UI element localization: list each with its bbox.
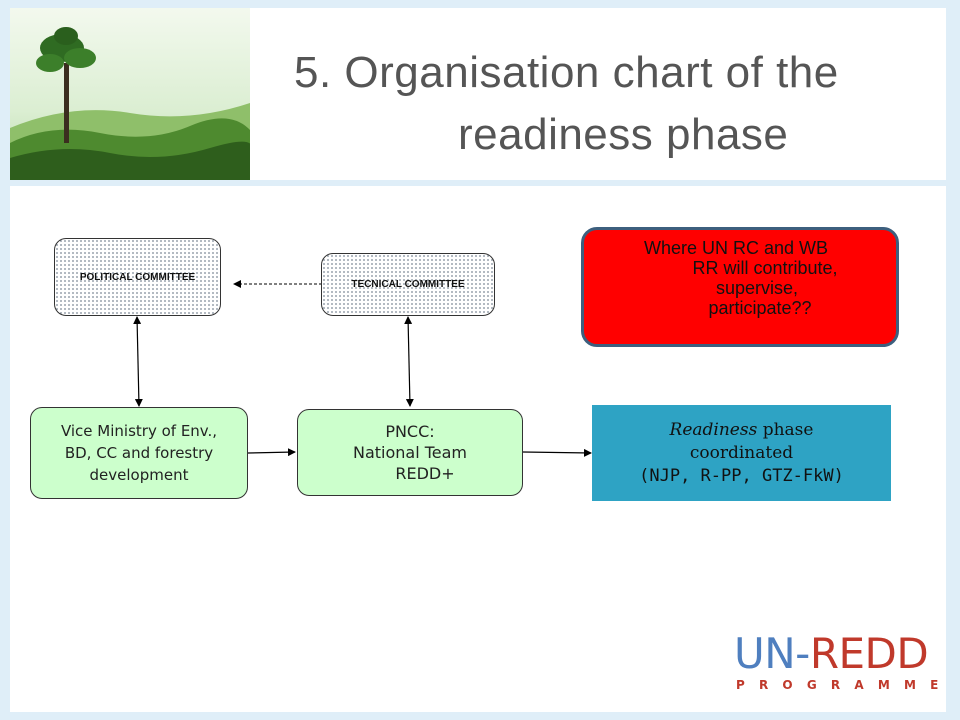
readiness-line-3: (NJP, R-PP, GTZ-FkW) [639, 465, 844, 486]
connector-political-vice-ministry [133, 316, 143, 407]
un-redd-logo: UN-REDD PROGRAMME [734, 630, 953, 693]
pncc-line-2: National Team [352, 443, 468, 462]
connector-pncc-readiness [522, 448, 592, 457]
forest-photo [10, 8, 250, 180]
vice-ministry-line-1: Vice Ministry of Env., [60, 422, 218, 440]
readiness-line-1: Readiness phase [639, 419, 844, 442]
readiness-line-2: coordinated [689, 442, 794, 463]
readiness-phase-box: Readiness phase coordinated (NJP, R-PP, … [592, 405, 891, 501]
logo-redd: REDD [809, 629, 929, 678]
vice-ministry-line-2: BD, CC and forestry [64, 444, 214, 462]
un-contribution-note: Where UN RC and WB RR will contribute, s… [581, 227, 899, 347]
readiness-rest: phase [757, 419, 814, 440]
vice-ministry-box: Vice Ministry of Env., BD, CC and forest… [30, 407, 248, 499]
logo-wordmark: UN-REDD [734, 630, 938, 678]
title-line-2: readiness phase [458, 110, 789, 159]
vice-ministry-line-3: development [89, 466, 189, 484]
un-note-line-3: supervise, [715, 278, 799, 298]
page-title: 5. Organisation chart of the readiness p… [256, 42, 946, 166]
logo-programme: PROGRAMME [736, 678, 953, 692]
title-line-1: 5. Organisation chart of the [294, 48, 839, 97]
pncc-line-1: PNCC: [385, 422, 435, 441]
political-committee-label: POLITICAL COMMITTEE [79, 271, 196, 283]
political-committee-box: POLITICAL COMMITTEE [54, 238, 221, 316]
pncc-line-3: REDD+ [395, 464, 455, 483]
un-note-line-4: participate?? [708, 298, 812, 318]
technical-committee-box: TECNICAL COMMITTEE [321, 253, 495, 316]
un-note-line-2: RR will contribute, [692, 258, 838, 278]
connector-technical-pncc [404, 316, 414, 407]
technical-committee-label: TECNICAL COMMITTEE [351, 279, 465, 290]
pncc-box: PNCC: National Team REDD+ [297, 409, 523, 496]
readiness-word: Readiness [669, 419, 758, 440]
connector-vice-ministry-pncc [247, 448, 296, 457]
logo-un: UN- [734, 629, 810, 678]
title-area: 5. Organisation chart of the readiness p… [256, 8, 946, 180]
forest-photo-art [10, 8, 250, 180]
un-note-line-1: Where UN RC and WB [643, 238, 829, 258]
